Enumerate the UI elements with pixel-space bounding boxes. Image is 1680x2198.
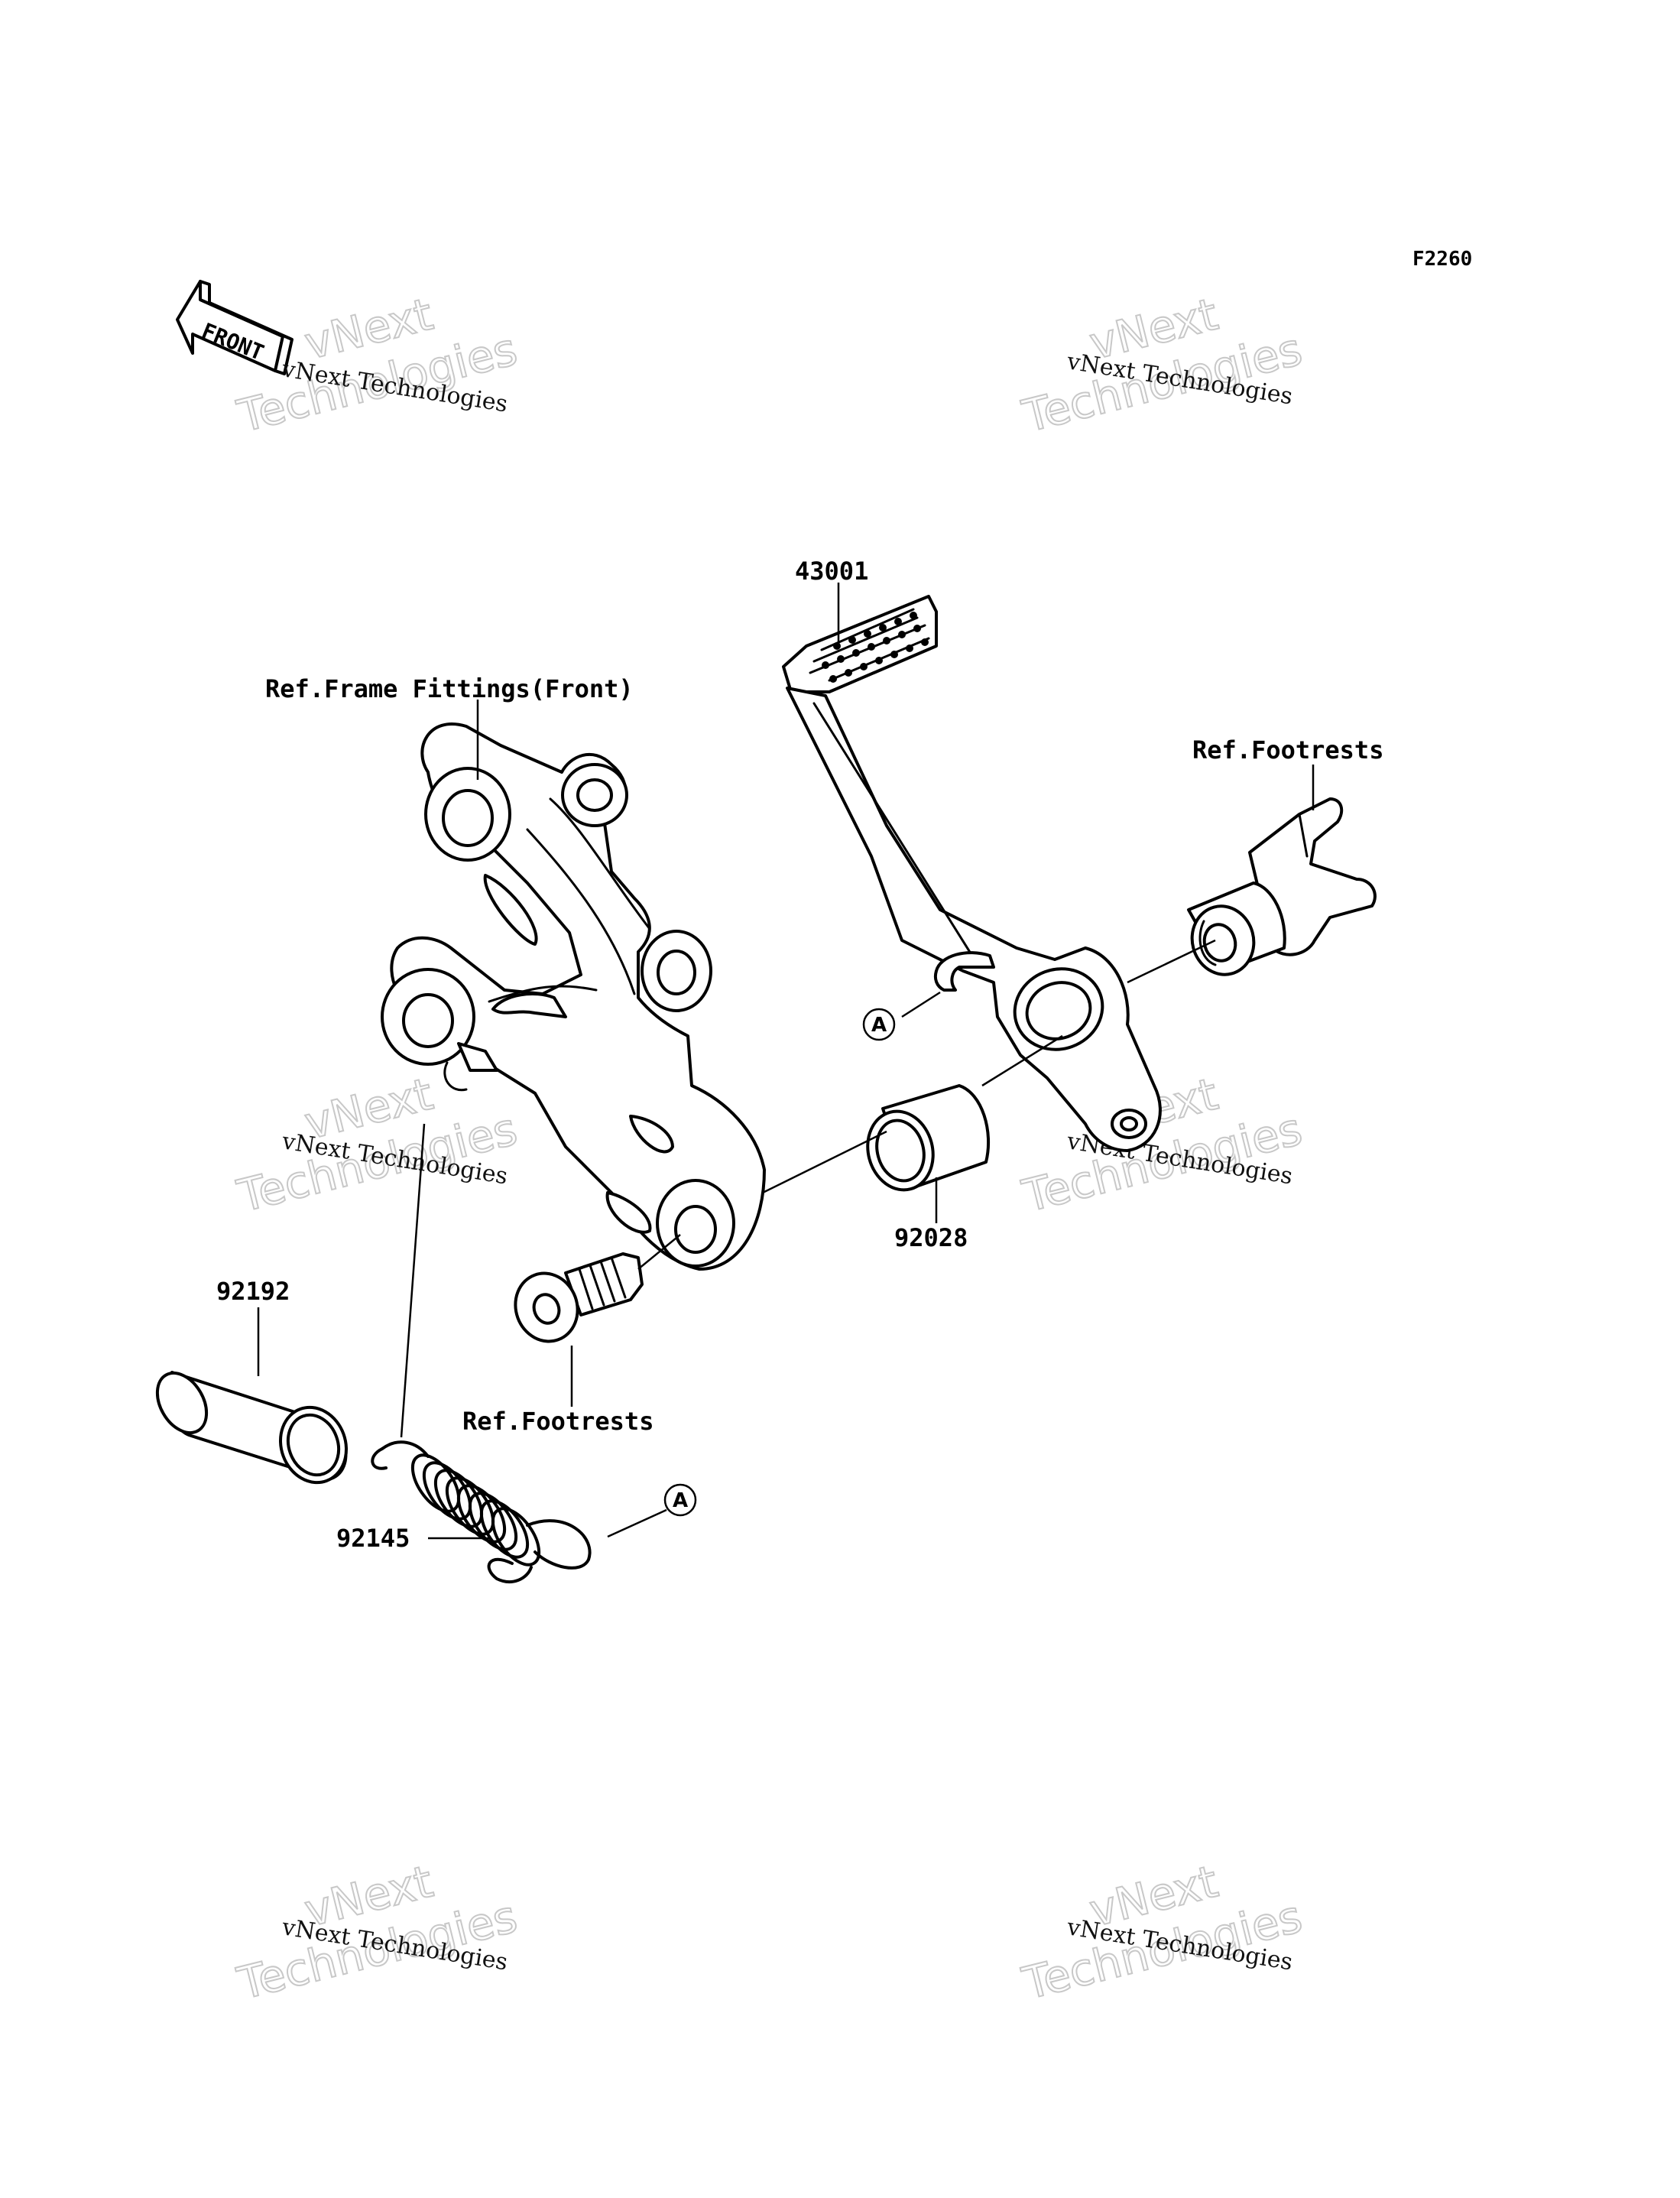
front-arrow-icon: FRONT xyxy=(176,280,294,375)
svg-text:A: A xyxy=(673,1489,688,1512)
label-92028: 92028 xyxy=(894,1223,968,1252)
label-92192: 92192 xyxy=(216,1277,290,1306)
diagram-code: F2260 xyxy=(1412,248,1472,271)
collar-92192 xyxy=(155,1371,349,1485)
svg-text:A: A xyxy=(871,1014,887,1037)
mark-a-lower: A xyxy=(663,1483,697,1517)
footrest-bracket xyxy=(1187,797,1377,976)
brake-pedal xyxy=(782,595,1162,1152)
watermark-mid-left: vNext Technologies vNext Technologies xyxy=(232,1067,523,1223)
label-92145: 92145 xyxy=(336,1524,410,1553)
watermark-bottom-right: vNext Technologies vNext Technologies xyxy=(1017,1855,1308,2011)
frame-bracket xyxy=(381,722,766,1271)
return-spring-92145 xyxy=(371,1440,592,1583)
label-ref-footrests-top: Ref.Footrests xyxy=(1192,735,1383,765)
label-ref-footrests-bottom: Ref.Footrests xyxy=(462,1407,654,1436)
bushing-92028 xyxy=(866,1084,990,1192)
label-43001: 43001 xyxy=(795,557,868,586)
leader-lines xyxy=(257,583,1315,1540)
watermark-bottom-left: vNext Technologies vNext Technologies xyxy=(232,1855,523,2011)
watermark-top-right: vNext Technologies vNext Technologies xyxy=(1017,287,1308,443)
label-ref-frame-fittings-front: Ref.Frame Fittings(Front) xyxy=(265,674,634,703)
mark-a-upper: A xyxy=(862,1008,896,1041)
pivot-bolt xyxy=(514,1252,644,1343)
